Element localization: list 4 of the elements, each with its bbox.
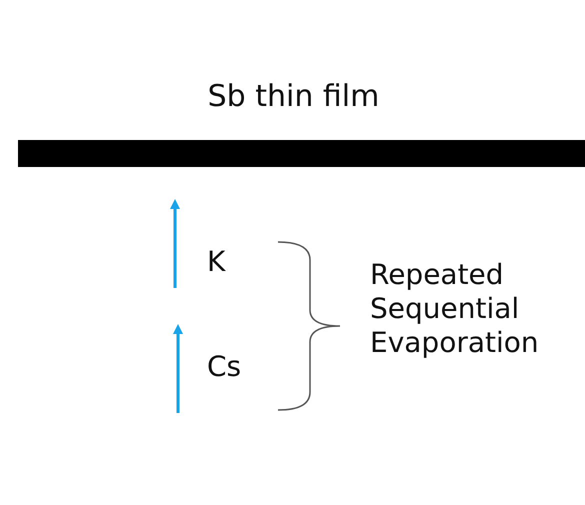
element-label: K [207, 245, 226, 279]
film-label: Sb thin film [206, 80, 380, 114]
process-note: Repeated Sequential Evaporation [370, 258, 540, 360]
element-label: Cs [207, 350, 242, 384]
